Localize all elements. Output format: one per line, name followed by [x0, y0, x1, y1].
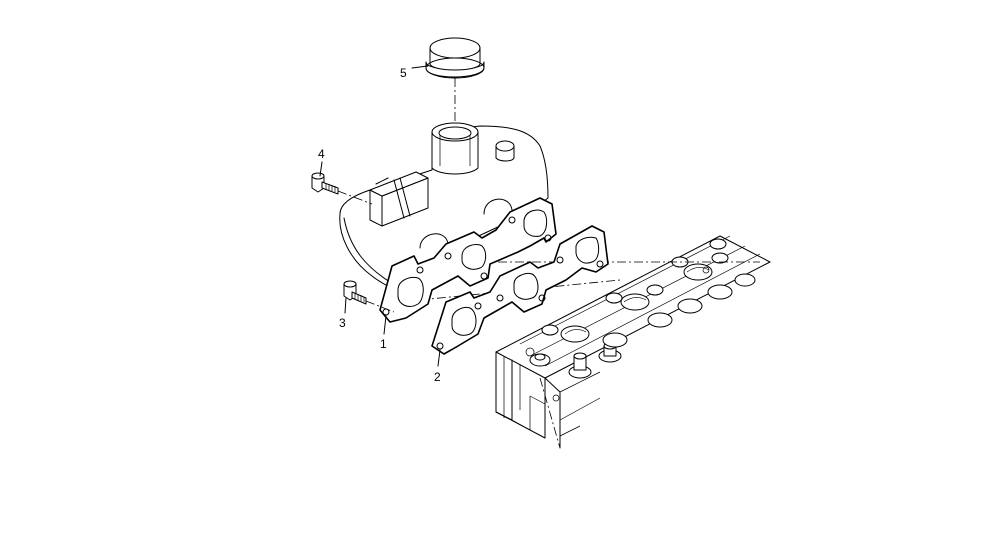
callout-label-4: 4 — [318, 147, 325, 161]
callout-label-5: 5 — [400, 66, 407, 80]
valve-spring-boss — [529, 353, 551, 367]
manifold-bolt-lower — [343, 280, 395, 313]
exhaust-manifold — [339, 122, 557, 323]
callout-label-2: 2 — [434, 370, 441, 384]
outlet-cap — [425, 37, 485, 124]
heat-shield-bracket — [369, 171, 429, 227]
leader-line-5 — [411, 65, 429, 69]
boss-nipple — [495, 140, 515, 162]
callout-label-3: 3 — [339, 316, 346, 330]
leader-line-3 — [344, 297, 347, 314]
valve-spring-boss — [568, 352, 592, 379]
manifold-bolt-upper — [311, 172, 373, 205]
outlet-pipe — [431, 122, 479, 175]
leader-line-4 — [319, 161, 323, 177]
leader-line-1 — [383, 315, 387, 335]
cylinder-head — [419, 235, 771, 449]
callout-label-1: 1 — [380, 337, 387, 351]
manifold-gasket — [431, 225, 609, 355]
leader-line-2 — [437, 349, 441, 367]
leader-lines — [319, 65, 441, 367]
